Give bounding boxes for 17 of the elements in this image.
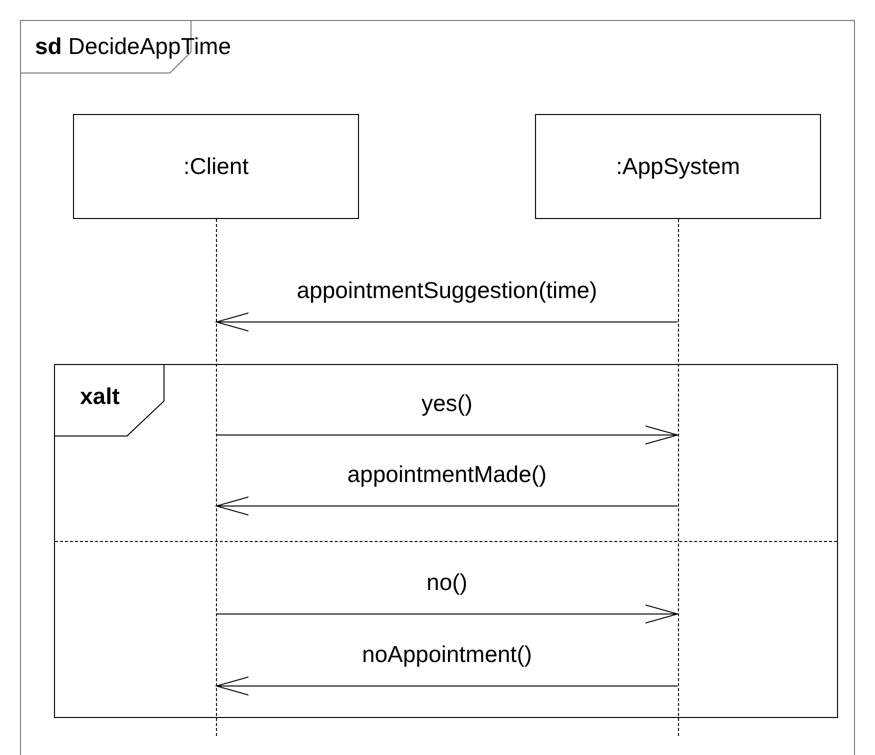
message-arrow (216, 312, 678, 332)
frame-title: sd DecideAppTime (35, 33, 232, 60)
message-label: appointmentMade() (347, 461, 547, 488)
message-label: no() (426, 569, 468, 596)
sequence-frame (20, 20, 855, 755)
lifeline-box (535, 114, 821, 219)
message-arrow (216, 604, 678, 624)
message-label: yes() (421, 390, 473, 417)
message-label: noAppointment() (362, 641, 532, 668)
lifeline-name: :AppSystem (616, 153, 740, 180)
message-arrow (216, 496, 678, 516)
lifeline-name: :Client (183, 153, 249, 180)
operator-label: xalt (80, 383, 120, 410)
message-arrow (216, 676, 678, 696)
message-arrow (216, 426, 678, 444)
lifeline-box (73, 114, 359, 219)
message-label: appointmentSuggestion(time) (296, 277, 598, 304)
